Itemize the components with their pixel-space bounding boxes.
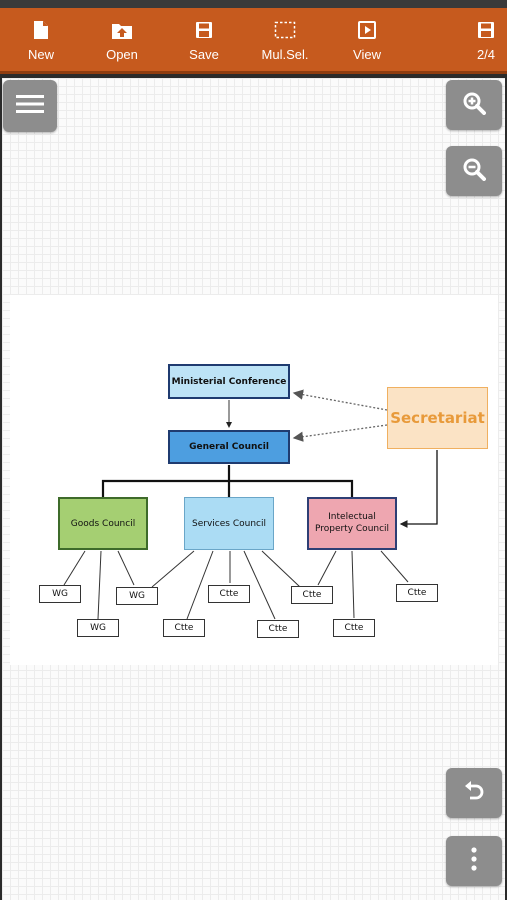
ip-council-label-line1: Intelectual [328,512,376,523]
undo-button[interactable] [446,768,502,818]
menu-button[interactable] [3,80,57,132]
wg-node-1[interactable]: WG [39,585,81,603]
general-council-label: General Council [189,442,269,452]
save-label: Save [189,47,219,62]
ctte-node-4[interactable]: Ctte [291,586,333,604]
goods-council-label: Goods Council [70,518,136,529]
top-toolbar: New Open Save Mul.Sel. View 2/4 [0,8,507,74]
save-button[interactable]: Save [175,8,233,71]
file-icon [33,17,49,43]
wg-node-2[interactable]: WG [77,619,119,637]
ip-council-label-line2: Property Council [314,523,390,534]
zoom-in-button[interactable] [446,80,502,130]
secretariat-label: Secretariat [390,409,485,427]
secretariat-node[interactable]: Secretariat [387,387,488,449]
ministerial-conference-node[interactable]: Ministerial Conference [168,364,290,399]
undo-icon [462,780,486,806]
zoom-in-icon [462,91,486,119]
view-label: View [353,47,381,62]
status-bar [0,0,507,8]
play-icon [358,17,376,43]
services-council-label: Services Council [192,518,266,529]
more-options-button[interactable] [446,836,502,886]
general-council-node[interactable]: General Council [168,430,290,464]
ctte-node-1[interactable]: Ctte [208,585,250,603]
dashed-selection-icon [274,17,296,43]
zoom-out-icon [462,157,486,185]
services-council-node[interactable]: Services Council [184,497,274,550]
page-indicator: 2/4 [476,47,496,62]
page-indicator-button[interactable]: 2/4 [462,8,507,71]
ctte-node-7[interactable]: Ctte [396,584,438,602]
new-label: New [27,47,54,62]
open-label: Open [106,47,138,62]
upload-icon [111,17,133,43]
save-icon [477,17,495,43]
goods-council-node[interactable]: Goods Council [58,497,148,550]
more-vertical-icon [470,846,478,876]
ctte-node-3[interactable]: Ctte [257,620,299,638]
ctte-node-2[interactable]: Ctte [163,619,205,637]
multi-select-label: Mul.Sel. [261,47,309,62]
hamburger-icon [16,94,44,118]
ctte-node-6[interactable]: Ctte [333,619,375,637]
view-button[interactable]: View [338,8,396,71]
new-button[interactable]: New [12,8,70,71]
ministerial-conference-label: Ministerial Conference [171,376,287,387]
open-button[interactable]: Open [93,8,151,71]
save-icon [195,17,213,43]
diagram-sheet [10,295,498,665]
zoom-out-button[interactable] [446,146,502,196]
multi-select-button[interactable]: Mul.Sel. [252,8,318,71]
wg-node-3[interactable]: WG [116,587,158,605]
